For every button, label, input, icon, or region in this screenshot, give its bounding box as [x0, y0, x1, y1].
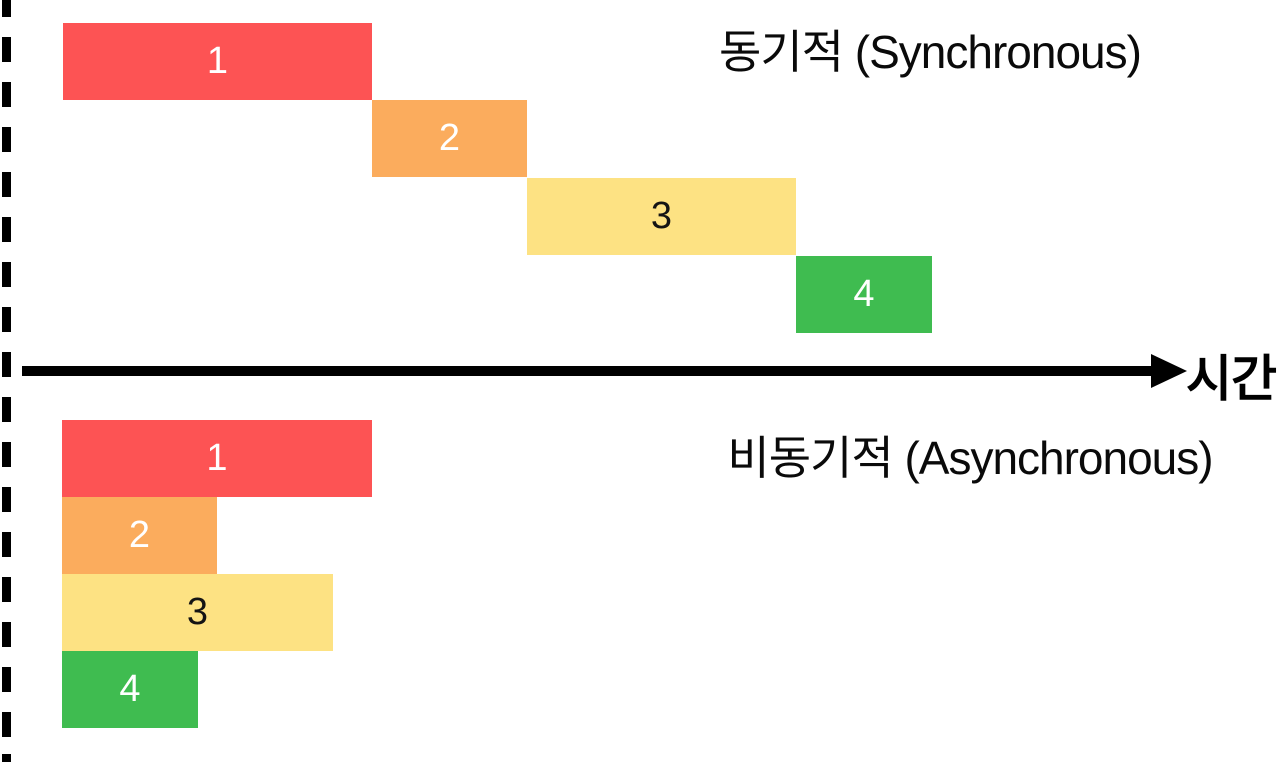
time-axis-arrowhead-icon	[1151, 354, 1187, 388]
timeline-start-dashed-line	[2, 0, 11, 762]
async-section-title: 비동기적 (Asynchronous)	[727, 432, 1213, 484]
task-bar-sync-4: 4	[796, 256, 932, 333]
task-bar-sync-1: 1	[63, 23, 372, 100]
time-axis-label: 시간	[1186, 351, 1277, 407]
task-bar-sync-3: 3	[527, 178, 796, 255]
task-bar-label: 2	[438, 117, 461, 159]
task-bar-async-4: 4	[62, 651, 198, 728]
task-bar-label: 4	[853, 273, 875, 315]
task-bar-label: 2	[128, 514, 151, 556]
task-bar-label: 4	[119, 668, 141, 710]
task-bar-label: 3	[650, 195, 673, 237]
task-bar-async-3: 3	[62, 574, 333, 651]
time-axis-line	[22, 366, 1155, 376]
task-bar-label: 3	[186, 591, 209, 633]
task-bar-async-2: 2	[62, 497, 217, 574]
task-bar-label: 1	[206, 437, 228, 479]
task-bar-sync-2: 2	[372, 100, 527, 177]
task-bar-label: 1	[206, 40, 229, 82]
sync-section-title: 동기적 (Synchronous)	[719, 26, 1142, 78]
task-bar-async-1: 1	[62, 420, 372, 497]
